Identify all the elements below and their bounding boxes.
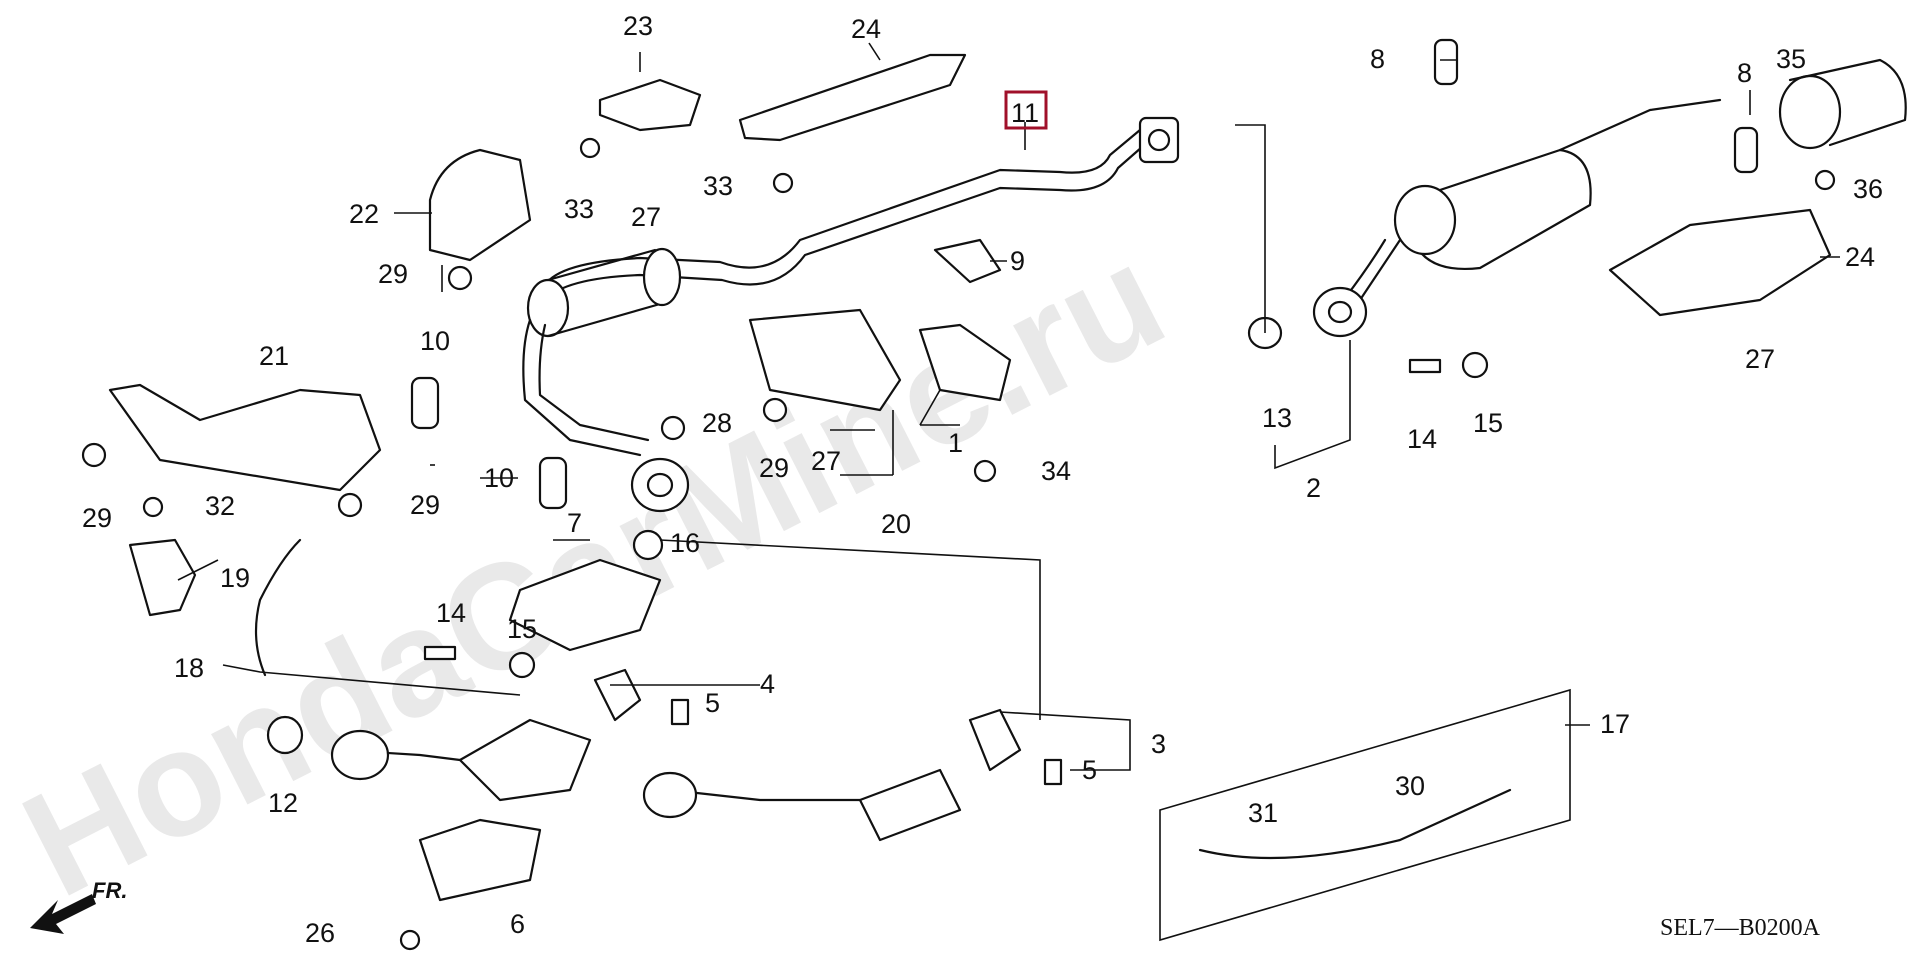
callout-33b: 33 bbox=[703, 171, 733, 201]
callout-10a: 10 bbox=[420, 326, 450, 356]
callout-2: 2 bbox=[1306, 473, 1321, 503]
callout-17: 17 bbox=[1600, 709, 1630, 739]
callout-22: 22 bbox=[349, 199, 379, 229]
callout-19: 19 bbox=[220, 563, 250, 593]
callout-34: 34 bbox=[1041, 456, 1071, 486]
callout-15b: 15 bbox=[1473, 408, 1503, 438]
callout-14b: 14 bbox=[1407, 424, 1437, 454]
callout-labels: 1 2 3 4 5 5 6 7 8 8 9 10 10 11 12 13 14 … bbox=[82, 11, 1883, 948]
callout-21: 21 bbox=[259, 341, 289, 371]
highlight-box-11 bbox=[1004, 90, 1048, 130]
callout-13: 13 bbox=[1262, 403, 1292, 433]
callout-7: 7 bbox=[567, 508, 582, 538]
callout-24: 24 bbox=[851, 14, 881, 44]
callout-10b: 10 bbox=[484, 463, 514, 493]
leader-lines bbox=[177, 42, 1840, 771]
callout-20: 20 bbox=[881, 509, 911, 539]
callout-32: 32 bbox=[205, 491, 235, 521]
callout-26: 26 bbox=[305, 918, 335, 948]
callout-14a: 14 bbox=[436, 598, 466, 628]
callout-3: 3 bbox=[1151, 729, 1166, 759]
callout-4: 4 bbox=[760, 669, 775, 699]
callout-36: 36 bbox=[1853, 174, 1883, 204]
callout-6: 6 bbox=[510, 909, 525, 939]
callout-27b: 27 bbox=[811, 446, 841, 476]
front-direction-indicator: FR. bbox=[30, 878, 127, 934]
callout-5a: 5 bbox=[705, 688, 720, 718]
callout-16: 16 bbox=[670, 528, 700, 558]
callout-11: 11 bbox=[1011, 98, 1039, 128]
callout-12: 12 bbox=[268, 788, 298, 818]
callout-23: 23 bbox=[623, 11, 653, 41]
front-arrow-icon bbox=[30, 894, 96, 934]
callout-29a: 29 bbox=[378, 259, 408, 289]
callout-30: 30 bbox=[1395, 771, 1425, 801]
callout-8b: 8 bbox=[1737, 58, 1752, 88]
callout-29b: 29 bbox=[82, 503, 112, 533]
callout-31: 31 bbox=[1248, 798, 1278, 828]
part-drawings bbox=[81, 38, 1907, 951]
callout-8a: 8 bbox=[1370, 44, 1385, 74]
callout-29d: 29 bbox=[759, 453, 789, 483]
callout-15a: 15 bbox=[507, 614, 537, 644]
callout-5b: 5 bbox=[1082, 755, 1097, 785]
callout-9: 9 bbox=[1010, 246, 1025, 276]
callout-18: 18 bbox=[174, 653, 204, 683]
callout-33a: 33 bbox=[564, 194, 594, 224]
front-label: FR. bbox=[92, 878, 127, 903]
callout-27a: 27 bbox=[631, 202, 661, 232]
callout-27c: 27 bbox=[1745, 344, 1775, 374]
callout-29c: 29 bbox=[410, 490, 440, 520]
diagram-code: SEL7—B0200A bbox=[1660, 915, 1821, 941]
callout-24-right: 24 bbox=[1845, 242, 1875, 272]
callout-28: 28 bbox=[702, 408, 732, 438]
callout-35: 35 bbox=[1776, 44, 1806, 74]
callout-1: 1 bbox=[948, 428, 963, 458]
